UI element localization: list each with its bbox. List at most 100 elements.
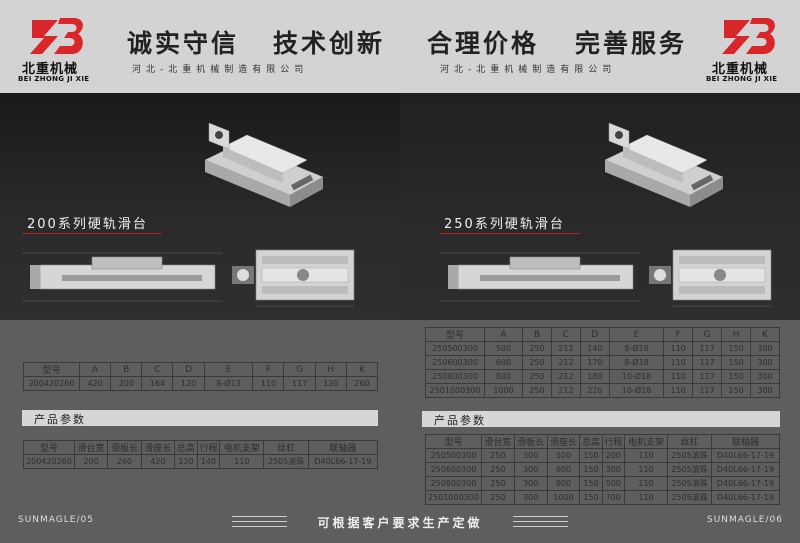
table-header-cell: C: [550, 327, 581, 342]
table-cell: 140: [196, 454, 221, 469]
table-cell: 150: [721, 341, 752, 356]
table-cell: 300: [750, 341, 780, 356]
company-name: 河北-北重机械制造有限公司: [440, 65, 617, 75]
top-view-drawing: [649, 249, 772, 307]
table-cell: 150: [579, 462, 603, 477]
table-header-cell: F: [252, 362, 285, 377]
table-cell: 800: [546, 476, 581, 491]
param-table: 型号 滑台宽 滑板长 滑座长 总高 行程 电机支架 丝杠 联轴器 2505003…: [425, 434, 781, 505]
table-cell: 1000: [546, 490, 581, 505]
table-cell: 200: [110, 376, 143, 391]
table-row: 250500300 500 250 212 140 8-Ø18 110 117 …: [425, 341, 780, 356]
table-cell: 117: [692, 383, 723, 398]
table-cell: 600: [484, 355, 523, 370]
table-row: 250600300 600 250 212 170 8-Ø18 110 117 …: [425, 355, 780, 370]
table-cell: 200: [73, 454, 109, 469]
table-row: 200420260 200 260 420 130 140 110 2505滚珠…: [23, 454, 379, 469]
table-cell: 220: [579, 383, 610, 398]
table-header-cell: F: [663, 327, 694, 342]
page-number: SUNMAGLE/05: [18, 515, 94, 525]
table-header-cell: 总高: [174, 440, 198, 455]
table-row: 250800300 800 250 212 180 10-Ø18 110 117…: [425, 369, 780, 384]
table-cell: 420: [140, 454, 176, 469]
table-header-cell: H: [314, 362, 347, 377]
table-header-cell: 滑板长: [513, 434, 548, 449]
left-page: 北重机械 BEI ZHONG JI XIE 诚实守信 技术创新 河北-北重机械制…: [0, 0, 400, 543]
table-header-cell: 型号: [425, 434, 482, 449]
table-cell: 2501000300: [425, 490, 482, 505]
table-cell: 260: [345, 376, 379, 391]
table-cell: 180: [579, 369, 610, 384]
series-underline: [440, 233, 580, 234]
table-header-cell: B: [110, 362, 143, 377]
table-cell: 250: [481, 490, 515, 505]
right-page: 合理价格 完善服务 河北-北重机械制造有限公司 北重机械 BEI ZHONG J…: [400, 0, 800, 543]
brand-logo-icon: [722, 18, 775, 54]
series-title: 200系列硬轨滑台: [27, 217, 148, 232]
table-header-cell: 型号: [23, 440, 75, 455]
table-header-cell: A: [78, 362, 112, 377]
table-header-cell: 行程: [601, 434, 625, 449]
table-cell: 250: [481, 448, 515, 463]
param-table: 型号 滑台宽 滑板长 滑座长 总高 行程 电机支架 丝杠 联轴器 2004202…: [23, 440, 379, 469]
table-cell: 300: [750, 383, 780, 398]
logo-text: 北重机械: [22, 62, 79, 77]
table-cell: D40L66-17-19: [307, 454, 379, 469]
table-cell: 164: [141, 376, 174, 391]
slogan-2: 完善服务: [575, 29, 688, 58]
table-cell: 250600300: [425, 462, 482, 477]
table-cell: 110: [663, 383, 694, 398]
table-cell: 8-Ø13: [203, 376, 254, 391]
table-cell: 150: [721, 355, 752, 370]
side-view-drawing: [22, 252, 222, 302]
table-cell: D40L66-17-19: [710, 476, 781, 491]
table-cell: 250500300: [425, 341, 485, 356]
dimension-table: 型号 A B C D E F G H K 250500300 500 250 2…: [425, 327, 780, 398]
table-cell: 250: [521, 341, 552, 356]
table-cell: 117: [692, 341, 723, 356]
table-cell: 110: [623, 448, 669, 463]
footer-deco-line: [513, 526, 568, 527]
table-header-row: 型号 A B C D E F G H K: [425, 327, 780, 342]
table-cell: 250800300: [425, 476, 482, 491]
table-header-cell: 滑座长: [546, 434, 581, 449]
table-cell: 2505滚珠: [263, 454, 309, 469]
table-cell: D40L66-17-19: [710, 448, 781, 463]
table-header-cell: E: [608, 327, 665, 342]
table-cell: 200420260: [23, 454, 75, 469]
brand-logo-icon: [30, 18, 83, 54]
table-cell: 150: [579, 490, 603, 505]
table-header-row: 型号 A B C D E F G H K: [23, 362, 379, 377]
table-cell: 10-Ø18: [608, 369, 665, 384]
table-cell: 110: [663, 341, 694, 356]
table-cell: D40L66-17-19: [710, 462, 781, 477]
table-cell: 250: [521, 383, 552, 398]
slogan-2: 技术创新: [273, 29, 386, 58]
table-cell: 1000: [484, 383, 523, 398]
table-header-cell: 滑板长: [107, 440, 142, 455]
table-cell: 110: [623, 462, 669, 477]
table-cell: 300: [601, 462, 625, 477]
table-row: 250600300 250 300 600 150 300 110 2505滚珠…: [425, 462, 781, 477]
param-title-bar: 产品参数: [22, 410, 378, 426]
table-cell: 8-Ø18: [608, 341, 665, 356]
table-header-cell: 型号: [425, 327, 485, 342]
table-header-cell: E: [203, 362, 254, 377]
table-cell: 250: [481, 462, 515, 477]
table-header-cell: B: [521, 327, 552, 342]
table-header-row: 型号 滑台宽 滑板长 滑座长 总高 行程 电机支架 丝杠 联轴器: [425, 434, 781, 449]
table-cell: 10-Ø18: [608, 383, 665, 398]
table-cell: 110: [663, 369, 694, 384]
table-cell: 110: [623, 476, 669, 491]
table-row: 250500300 250 300 500 150 200 110 2505滚珠…: [425, 448, 781, 463]
table-cell: 260: [107, 454, 142, 469]
table-row: 2501000300 250 300 1000 150 700 110 2505…: [425, 490, 781, 505]
table-header-row: 型号 滑台宽 滑板长 滑座长 总高 行程 电机支架 丝杠 联轴器: [23, 440, 379, 455]
table-cell: 117: [692, 369, 723, 384]
table-cell: 170: [579, 355, 610, 370]
spec-area: [0, 320, 400, 543]
table-cell: 420: [78, 376, 112, 391]
table-cell: 500: [484, 341, 523, 356]
table-header-cell: K: [345, 362, 379, 377]
table-cell: 250: [521, 355, 552, 370]
